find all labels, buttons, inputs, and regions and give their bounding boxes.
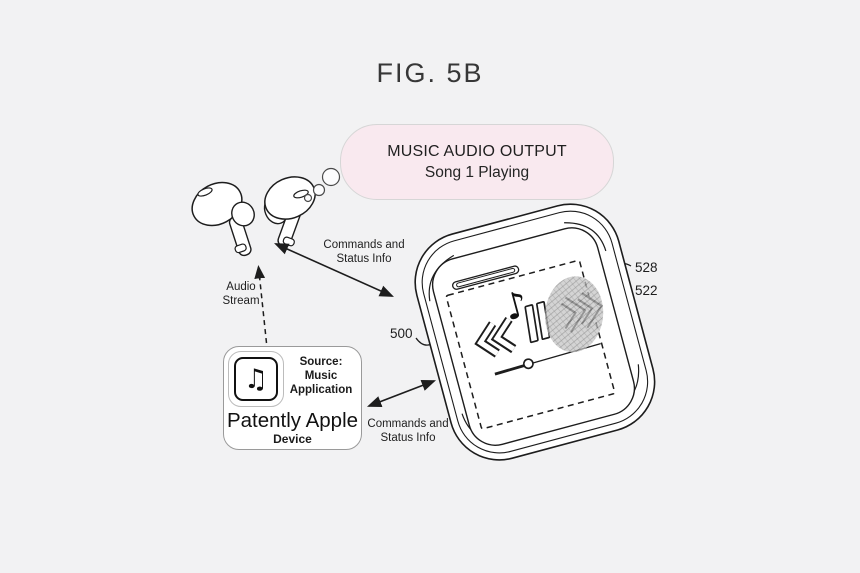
label-audio-stream: Audio Stream	[211, 281, 271, 308]
arrow-audio-stream	[254, 264, 268, 344]
bubble-line-1: MUSIC AUDIO OUTPUT	[387, 142, 567, 160]
progress-slider	[494, 342, 601, 376]
ref-500: 500	[390, 326, 413, 341]
label-commands-top-line2: Status Info	[336, 252, 392, 265]
device-box: ♫ Source: Music Application Patently App…	[223, 346, 362, 450]
case-rim	[421, 210, 649, 454]
ref-522: 522	[635, 283, 658, 298]
arrow-commands-top	[274, 243, 394, 297]
slider-knob	[522, 358, 534, 370]
label-commands-bottom: Commands and Status Info	[353, 418, 463, 445]
source-label: Source: Music Application	[282, 355, 360, 397]
case-drawing: ♪	[414, 203, 656, 461]
brand-watermark: Patently Apple	[226, 409, 359, 432]
label-commands-top-line1: Commands and	[323, 239, 405, 251]
bubble-line-2: Song 1 Playing	[424, 163, 530, 181]
music-app-icon-frame: ♫	[228, 351, 284, 407]
rewind-icon	[474, 316, 517, 358]
arrow-commands-bottom	[366, 380, 437, 407]
music-app-icon: ♫	[234, 357, 278, 401]
label-commands-bottom-line1: Commands and	[367, 418, 449, 430]
figure-title: FIG. 5B	[376, 58, 484, 88]
label-commands-top: Commands and Status Info	[309, 239, 419, 266]
right-earbud	[263, 176, 316, 248]
hinge-slot	[452, 265, 520, 290]
thought-bubble: MUSIC AUDIO OUTPUT Song 1 Playing	[340, 124, 614, 200]
gesture-highlight	[545, 276, 604, 353]
source-label-line2: Application	[289, 384, 353, 396]
earbuds-drawing	[191, 176, 316, 257]
source-label-line1: Source: Music	[299, 356, 343, 382]
thought-trail	[303, 167, 341, 203]
ref-528: 528	[635, 260, 658, 275]
left-earbud	[191, 181, 255, 257]
music-app-icon-glyph: ♫	[243, 363, 269, 395]
label-audio-stream-line1: Audio	[226, 281, 256, 293]
device-label: Device	[273, 432, 312, 446]
label-audio-stream-line2: Stream	[222, 294, 260, 307]
label-commands-bottom-line2: Status Info	[380, 431, 436, 444]
